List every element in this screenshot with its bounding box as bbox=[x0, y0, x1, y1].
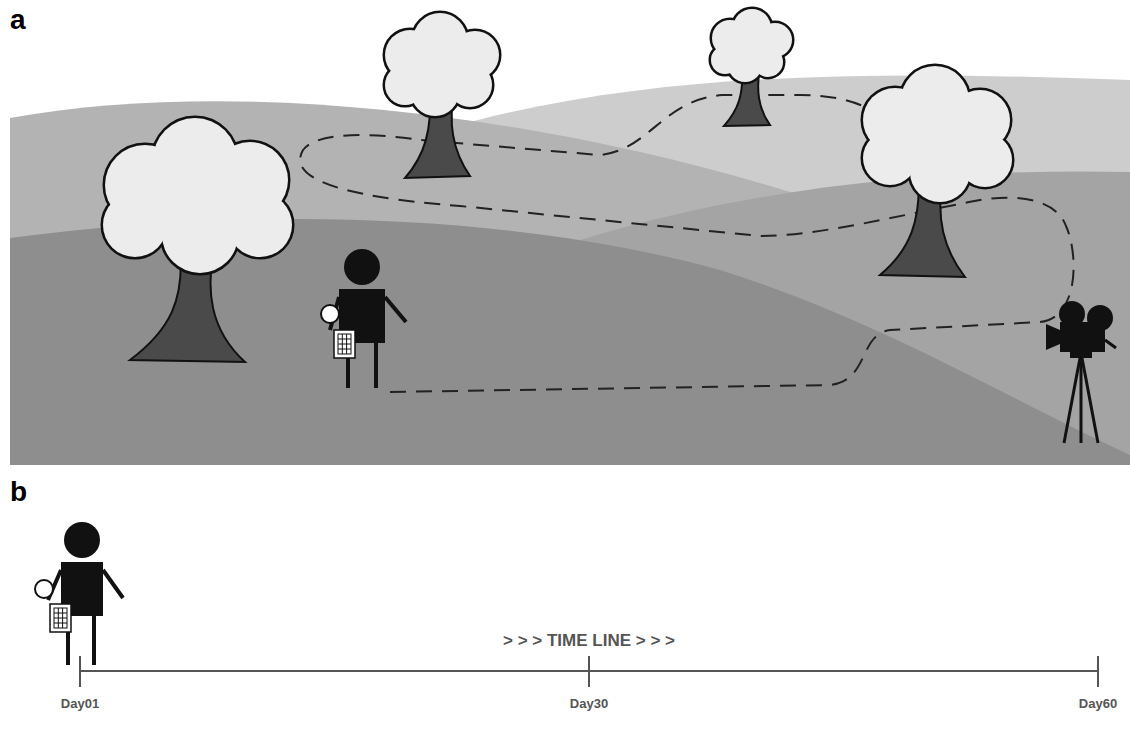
tree bbox=[385, 13, 499, 178]
tree bbox=[103, 118, 292, 362]
tick-label: Day01 bbox=[61, 697, 99, 710]
walking-path bbox=[300, 95, 1073, 392]
tick-label: Day30 bbox=[570, 697, 608, 710]
hills bbox=[10, 40, 1130, 465]
person-figure bbox=[35, 522, 123, 665]
timeline-title: > > > TIME LINE > > > bbox=[503, 632, 675, 649]
tick-label: Day60 bbox=[1079, 697, 1117, 710]
tree bbox=[711, 9, 792, 126]
video-camera bbox=[1046, 301, 1116, 443]
timeline-axis bbox=[80, 656, 1098, 687]
tree bbox=[863, 66, 1012, 277]
person-figure bbox=[321, 249, 406, 388]
panel-letter: a bbox=[10, 6, 26, 34]
panel-letter: b bbox=[10, 478, 27, 506]
